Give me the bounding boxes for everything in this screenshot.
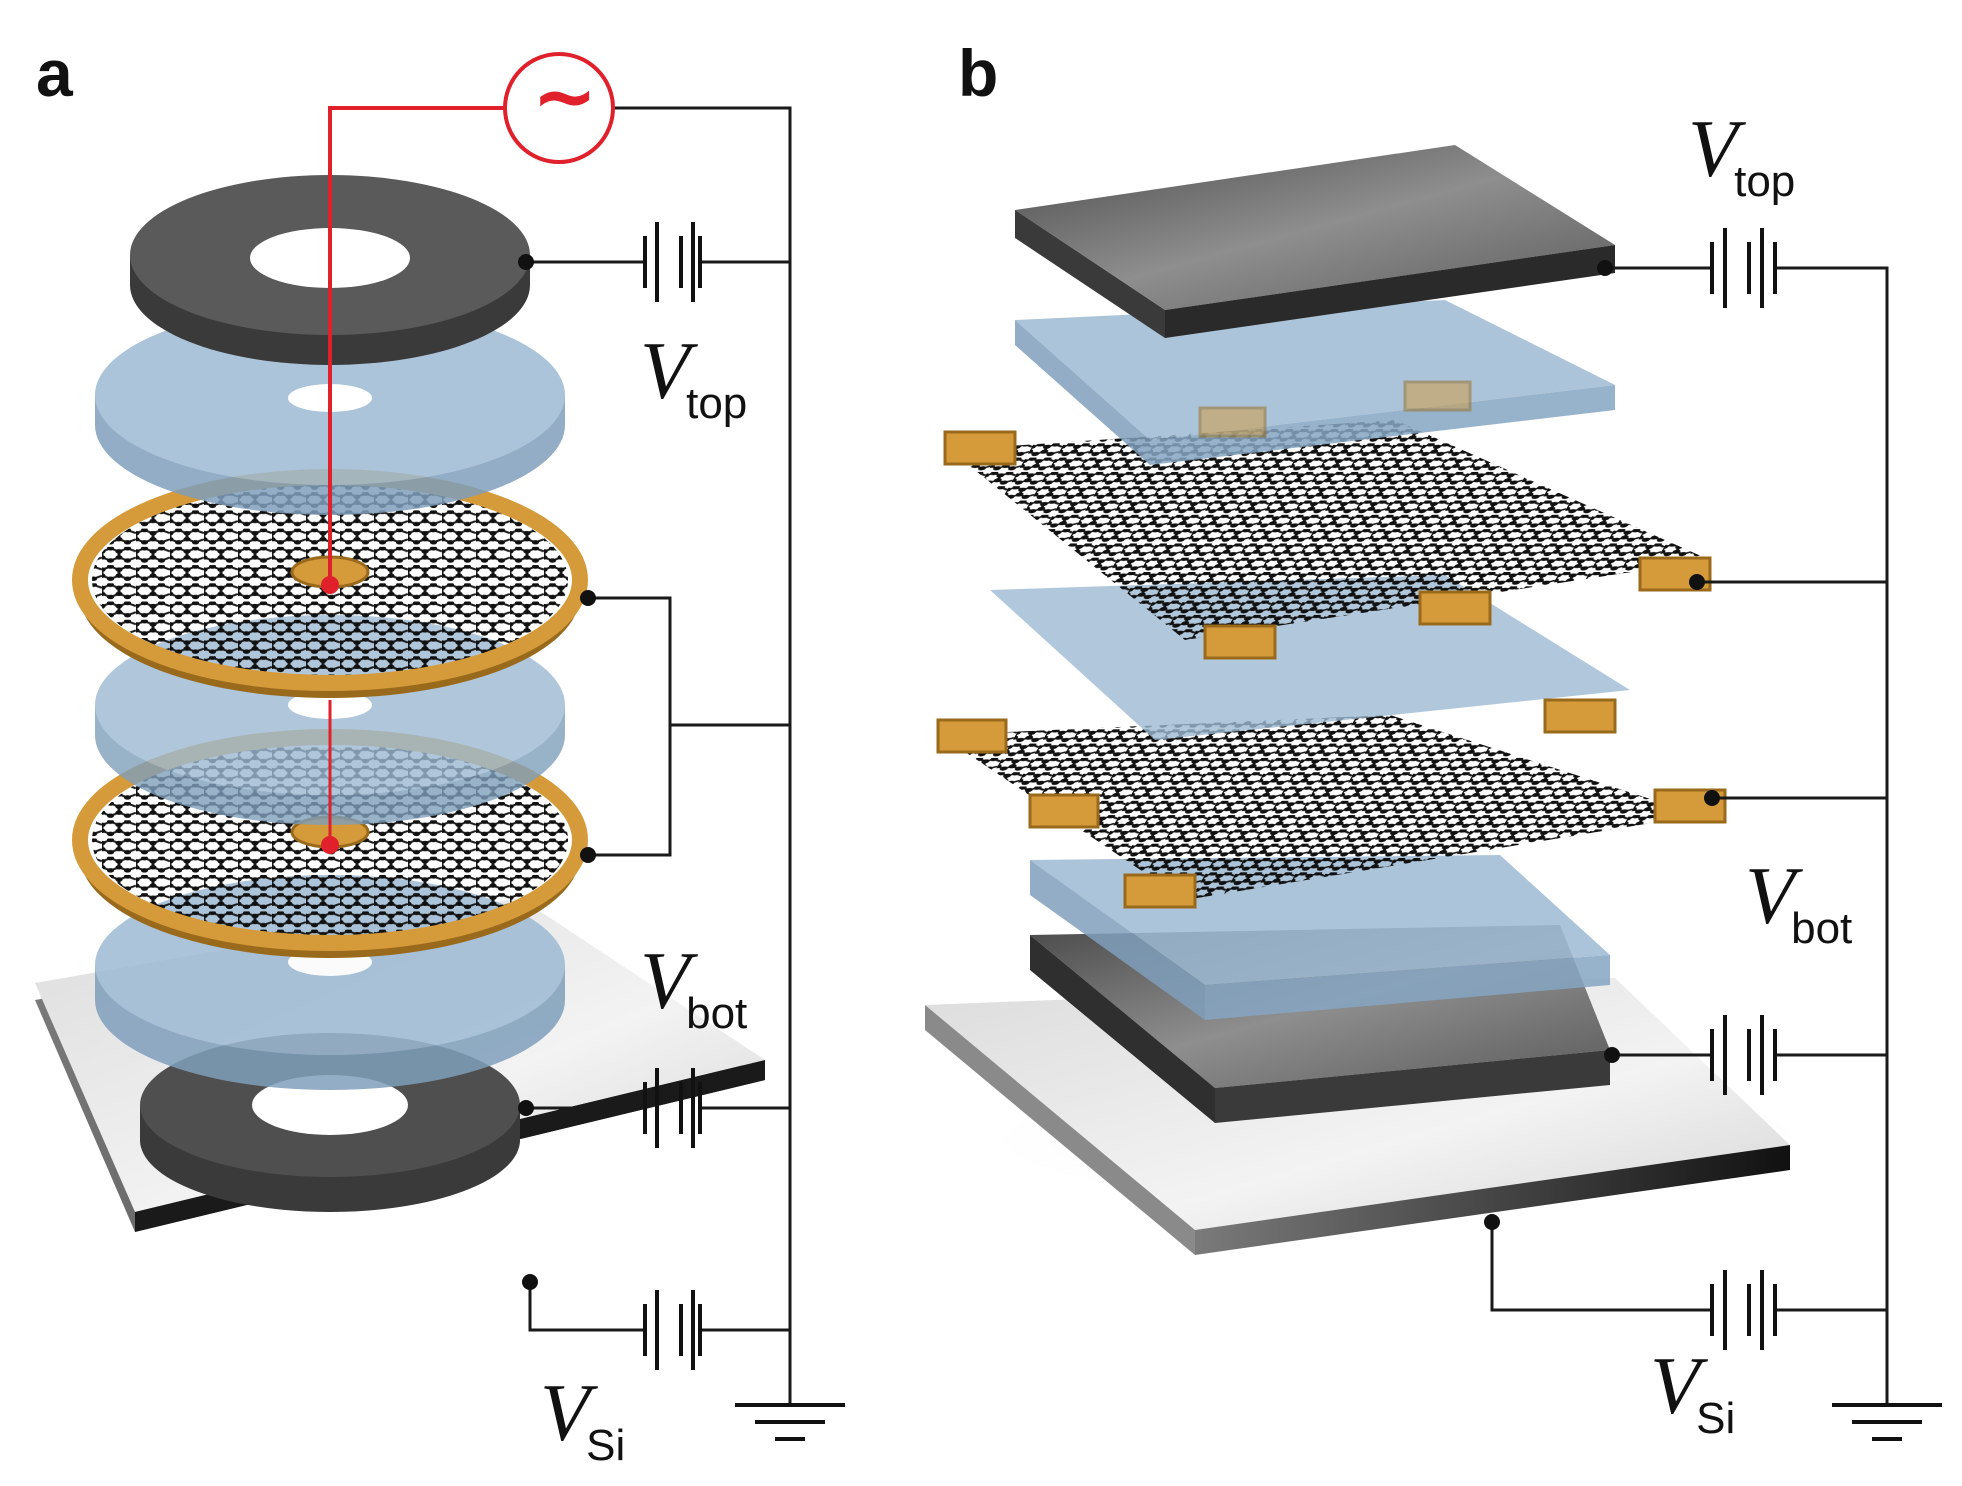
- ground-b-icon: [1832, 1403, 1942, 1441]
- panel-label-b: b: [958, 36, 999, 110]
- v-si-subscript: Si: [586, 1421, 626, 1470]
- ac-probe-line-a: [321, 106, 532, 854]
- lower-graphene-b: [940, 715, 1700, 900]
- gold-contacts-b: [936, 380, 1727, 909]
- v-symbol: V: [1745, 850, 1796, 941]
- battery-top-icon: [643, 222, 702, 302]
- battery-bot-b-icon: [1710, 1015, 1777, 1095]
- ac-source-symbol: ~: [532, 52, 598, 142]
- battery-bot-icon: [643, 1068, 702, 1148]
- v-bot-subscript: bot: [686, 989, 748, 1038]
- v-symbol: V: [640, 325, 691, 416]
- v-top-label-a: Vtop: [640, 330, 751, 426]
- v-si-label-b: VSi: [1650, 1345, 1739, 1441]
- panel-a-junction-dots: [518, 254, 596, 1290]
- v-symbol: V: [640, 935, 691, 1026]
- panel-b-device: [925, 145, 1830, 1255]
- panel-a-circuit: [523, 106, 792, 1405]
- v-top-label-b: Vtop: [1688, 108, 1799, 204]
- ac-source-icon: [503, 52, 615, 164]
- v-bot-label-a: Vbot: [640, 940, 751, 1036]
- panel-label-a: a: [36, 36, 73, 110]
- panel-b-junction-dots: [1484, 260, 1720, 1230]
- v-bot-subscript: bot: [1791, 904, 1853, 953]
- v-symbol: V: [1650, 1340, 1701, 1431]
- v-top-subscript: top: [686, 379, 748, 428]
- v-top-subscript: top: [1734, 157, 1796, 206]
- battery-top-b-icon: [1710, 228, 1777, 308]
- battery-si-icon: [643, 1290, 702, 1370]
- top-gate-b: [1015, 145, 1615, 338]
- panel-a-device: [35, 106, 765, 1232]
- v-si-label-a: VSi: [540, 1372, 629, 1468]
- panel-b-circuit: [1490, 266, 1889, 1405]
- v-si-subscript: Si: [1696, 1394, 1736, 1443]
- v-bot-label-b: Vbot: [1745, 855, 1856, 951]
- v-symbol: V: [1688, 103, 1739, 194]
- v-symbol: V: [540, 1367, 591, 1458]
- ground-a-icon: [735, 1403, 845, 1441]
- battery-si-b-icon: [1710, 1270, 1777, 1350]
- upper-graphene-b: [950, 420, 1710, 640]
